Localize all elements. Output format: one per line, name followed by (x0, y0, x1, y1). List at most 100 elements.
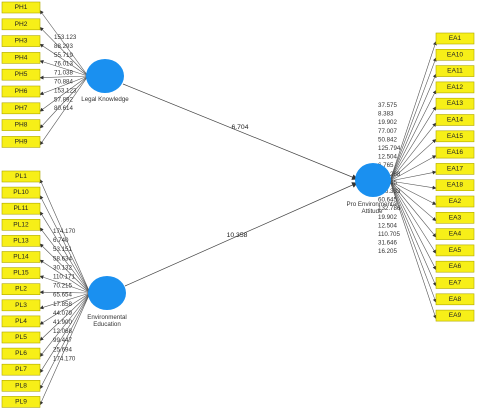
indicator-box[interactable] (435, 163, 475, 175)
indicator-box[interactable] (1, 267, 41, 279)
construct-legal-knowledge[interactable]: Legal Knowledge (81, 59, 129, 103)
indicator-label: PL14 (13, 254, 29, 261)
loading-value: 110.171 (53, 274, 75, 281)
indicator-box[interactable] (1, 35, 41, 47)
indicator-label: EA5 (449, 247, 462, 254)
indicator-box[interactable] (1, 136, 41, 148)
indicator-box[interactable] (435, 97, 475, 110)
latent-pro-environmental-attitude-node[interactable] (355, 163, 391, 197)
loading-value: 53.151 (53, 246, 72, 253)
indicator-box[interactable] (435, 48, 475, 61)
indicator-box[interactable] (1, 186, 41, 199)
indicator-label: PH1 (15, 4, 28, 11)
loading-edge (39, 292, 91, 374)
indicator-box[interactable] (1, 68, 41, 81)
loading-edge (389, 170, 437, 182)
indicator-label: EA1 (449, 35, 462, 42)
loading-edge (389, 89, 437, 182)
indicator-box[interactable] (435, 179, 475, 191)
indicator-label: EA3 (449, 214, 462, 221)
indicator-box[interactable] (435, 260, 475, 273)
indicator-box[interactable] (435, 228, 475, 240)
loading-value: 110.705 (378, 231, 400, 238)
loading-value: 6.765 (378, 162, 394, 169)
indicator-box[interactable] (1, 379, 41, 392)
indicator-box[interactable] (435, 212, 475, 224)
indicator-box[interactable] (435, 277, 475, 289)
loading-value: 12.068 (53, 328, 72, 335)
loading-value: 8.383 (378, 111, 394, 118)
indicator-box[interactable] (1, 202, 41, 215)
loading-edge (39, 75, 89, 129)
loading-value: 12.504 (378, 222, 397, 229)
indicator-box[interactable] (1, 119, 41, 131)
loading-edge (389, 106, 437, 182)
indicator-box[interactable] (1, 52, 41, 64)
indicator-box[interactable] (1, 251, 41, 263)
indicator-box[interactable] (1, 283, 41, 296)
indicator-label: PH6 (15, 88, 28, 95)
latent-legal-knowledge-node[interactable] (86, 59, 124, 93)
loading-value: 37.575 (378, 102, 397, 109)
indicator-box[interactable] (1, 235, 41, 247)
indicator-label: EA8 (449, 296, 462, 303)
loading-edge (39, 227, 91, 294)
indicator-box[interactable] (435, 114, 475, 126)
indicator-box[interactable] (1, 1, 41, 14)
loading-value: 77.007 (378, 128, 397, 135)
indicator-label: EA7 (449, 280, 462, 287)
indicator-label: EA4 (449, 231, 462, 238)
indicator-box[interactable] (435, 195, 475, 208)
indicator-label: EA13 (447, 100, 463, 107)
indicator-box[interactable] (1, 363, 41, 376)
loading-value: 57.892 (54, 96, 73, 103)
latent-environmental-education-label-line1: Environmental (87, 314, 127, 321)
indicator-label: PL4 (15, 318, 27, 325)
loading-edge (39, 179, 91, 294)
loading-value: 153.123 (54, 87, 77, 94)
indicator-box[interactable] (435, 65, 475, 77)
indicator-label: EA2 (449, 198, 462, 205)
indicator-label: PH8 (15, 122, 28, 129)
indicator-box[interactable] (435, 146, 475, 159)
indicator-label: EA14 (447, 117, 463, 124)
legal-indicator-group: PH1153.123PH288.293PH355.719PH476.013PH5… (1, 1, 77, 148)
loading-value: 19.902 (378, 119, 397, 126)
loading-value: 132.786 (378, 205, 401, 212)
loading-edge (389, 180, 437, 190)
measurement-edges (39, 10, 437, 406)
indicator-box[interactable] (435, 293, 475, 306)
indicator-box[interactable] (1, 347, 41, 360)
indicator-box[interactable] (1, 331, 41, 344)
indicator-box[interactable] (1, 102, 41, 115)
latent-environmental-education-node[interactable] (88, 276, 126, 310)
loading-value: 60.645 (378, 197, 397, 204)
construct-pro-environmental-attitude[interactable]: Pro Environmental Attitude (347, 163, 398, 215)
construct-environmental-education[interactable]: Environmental Education (87, 276, 127, 328)
indicator-label: EA10 (447, 51, 463, 58)
indicator-box[interactable] (1, 396, 41, 408)
loading-edge (39, 75, 89, 96)
indicator-box[interactable] (1, 170, 41, 183)
indicator-box[interactable] (435, 81, 475, 94)
indicator-label: PH9 (15, 138, 28, 145)
loading-value: 19.902 (378, 214, 397, 221)
indicator-label: PH5 (15, 71, 28, 78)
indicator-box[interactable] (435, 130, 475, 143)
indicator-box[interactable] (1, 85, 41, 98)
loading-value: 41.900 (53, 319, 72, 326)
indicator-label: PL2 (15, 286, 27, 293)
indicator-box[interactable] (1, 315, 41, 328)
indicator-label: PL7 (15, 366, 27, 373)
indicator-label: PL13 (13, 237, 29, 244)
indicator-box[interactable] (435, 244, 475, 257)
indicator-box[interactable] (1, 299, 41, 312)
indicator-box[interactable] (435, 309, 475, 322)
indicator-box[interactable] (1, 18, 41, 31)
indicator-box[interactable] (1, 219, 41, 231)
path-legal-to-attitude (122, 83, 358, 180)
loading-edge (389, 122, 437, 182)
indicator-box[interactable] (435, 32, 475, 45)
loading-value: 50.842 (378, 136, 397, 143)
indicator-label: EA12 (447, 84, 463, 91)
